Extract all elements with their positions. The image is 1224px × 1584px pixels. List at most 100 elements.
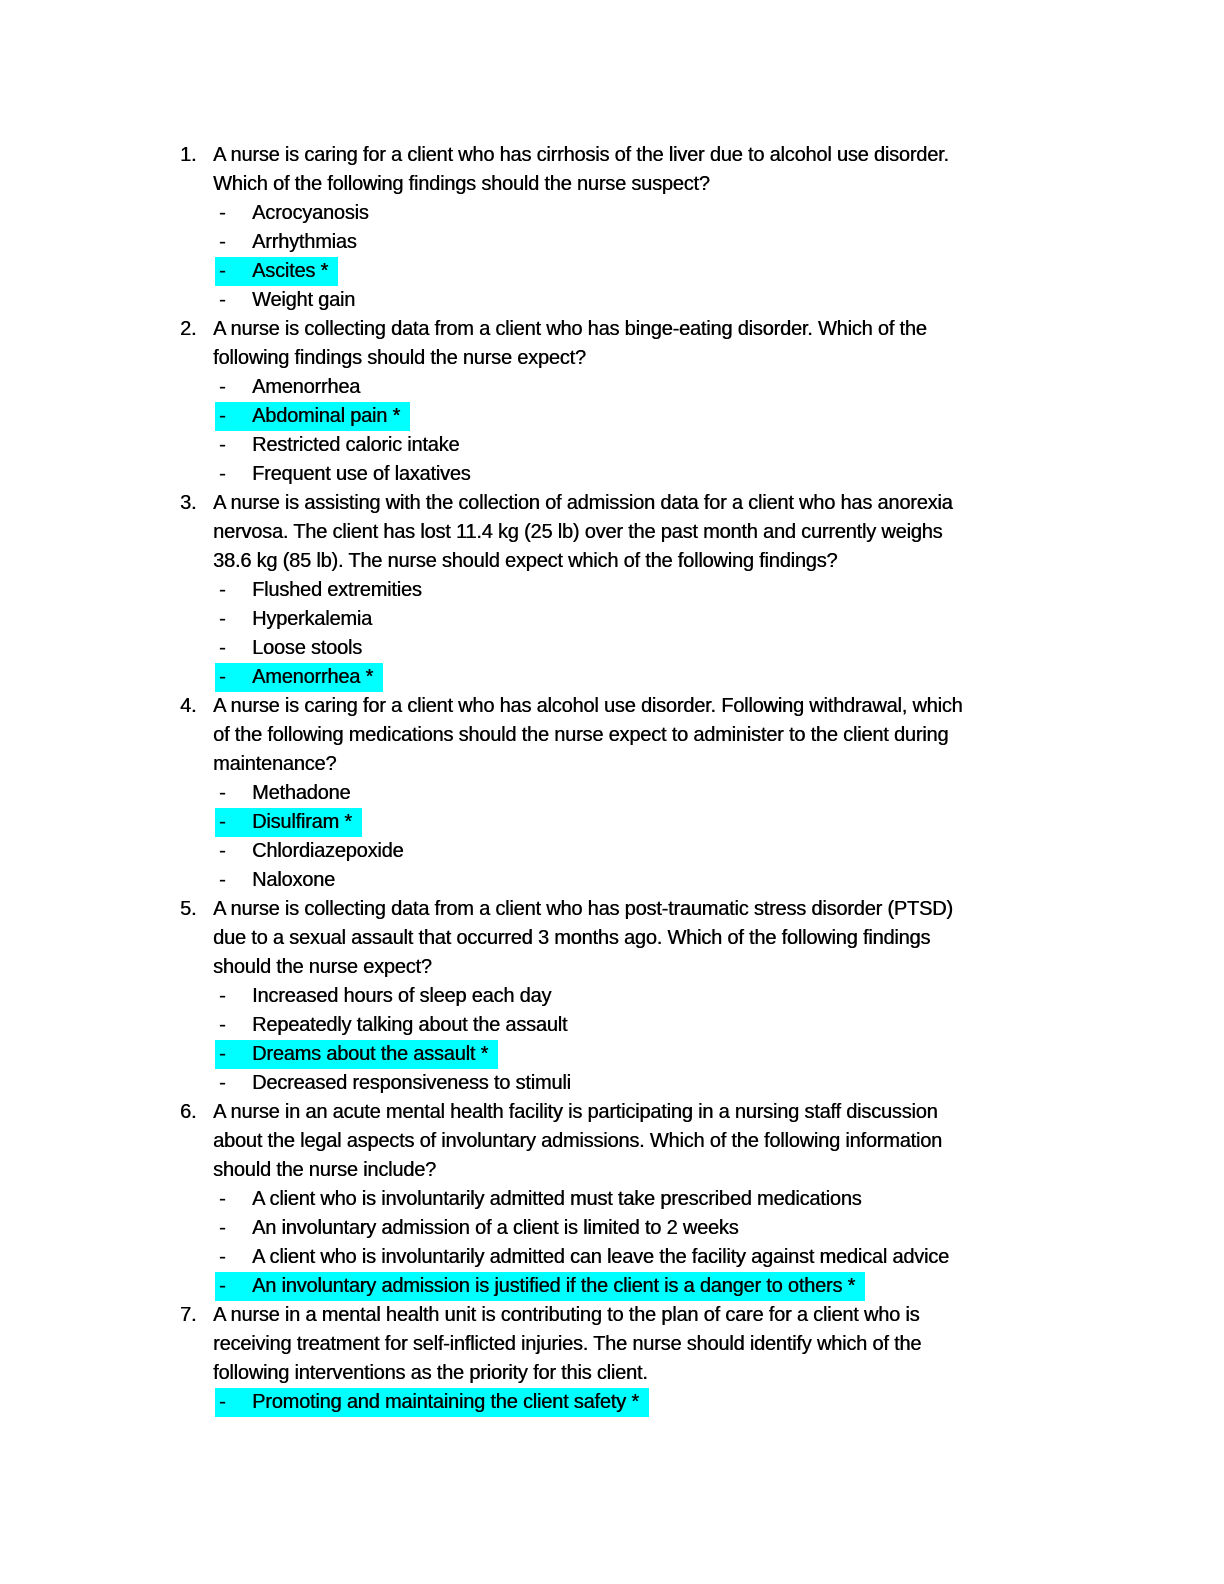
answer-option: -Dreams about the assault * bbox=[215, 1040, 1104, 1069]
answer-option: -Disulfiram * bbox=[215, 808, 1104, 837]
option-row: -Weight gain bbox=[215, 286, 365, 315]
question-item: 4. A nurse is caring for a client who has… bbox=[144, 692, 1104, 895]
option-label: Repeatedly talking about the assault bbox=[252, 1014, 568, 1036]
option-dash: - bbox=[219, 434, 226, 456]
option-dash: - bbox=[219, 840, 226, 862]
answer-option: - Repeatedly talking about the assault bbox=[215, 1011, 1104, 1040]
option-dash: - bbox=[219, 405, 226, 427]
answer-option: -Methadone bbox=[215, 779, 1104, 808]
question-text-line: receiving treatment for self-inflicted i… bbox=[213, 1333, 922, 1355]
highlighted-answer: - Amenorrhea * bbox=[215, 663, 383, 692]
option-row: - Frequent use of laxatives bbox=[215, 460, 480, 489]
answer-option: - An involuntary admission of a client is… bbox=[215, 1214, 1104, 1243]
question-number: 1. bbox=[180, 144, 197, 166]
option-label: A client who is involuntarily admitted m… bbox=[252, 1188, 862, 1210]
highlighted-answer: -Promoting and maintaining the client sa… bbox=[215, 1388, 649, 1417]
option-dash: - bbox=[219, 1014, 226, 1036]
answer-option: - Amenorrhea * bbox=[215, 663, 1104, 692]
option-dash: - bbox=[219, 666, 226, 688]
option-row: -A client who is involuntarily admitted … bbox=[215, 1243, 959, 1272]
option-row: - Arrhythmias bbox=[215, 228, 367, 257]
question-number: 2. bbox=[180, 318, 197, 340]
answer-option: -Promoting and maintaining the client sa… bbox=[215, 1388, 1104, 1417]
option-row: - Chlordiazepoxide bbox=[215, 837, 413, 866]
answer-option: -Amenorrhea bbox=[215, 373, 1104, 402]
question-item: 6. A nurse in an acute mental health faci… bbox=[144, 1098, 1104, 1301]
option-label: Chlordiazepoxide bbox=[252, 840, 404, 862]
option-label: An involuntary admission is justified if… bbox=[252, 1275, 856, 1297]
option-label: Restricted caloric intake bbox=[252, 434, 460, 456]
highlighted-answer: -Disulfiram * bbox=[215, 808, 362, 837]
question-text-line: 38.6 kg (85 lb). The nurse should expect… bbox=[213, 550, 838, 572]
question-item: 1. A nurse is caring for a client who has… bbox=[144, 141, 1104, 315]
question-text-line: of the following medications should the … bbox=[213, 724, 949, 746]
option-dash: - bbox=[219, 1072, 226, 1094]
option-row: -Amenorrhea bbox=[215, 373, 370, 402]
option-dash: - bbox=[219, 869, 226, 891]
option-row: - An involuntary admission of a client is… bbox=[215, 1214, 748, 1243]
option-label: Arrhythmias bbox=[252, 231, 357, 253]
question-text: A nurse in an acute mental health facili… bbox=[213, 1098, 1104, 1185]
question-number: 6. bbox=[180, 1101, 197, 1123]
highlighted-answer: - Abdominal pain * bbox=[215, 402, 411, 431]
question-text-line: should the nurse expect? bbox=[213, 956, 432, 978]
answer-option: - A client who is involuntarily admitted … bbox=[215, 1185, 1104, 1214]
question-text-line: A nurse is collecting data from a client… bbox=[213, 318, 927, 340]
option-label: A client who is involuntarily admitted c… bbox=[252, 1246, 949, 1268]
option-dash: - bbox=[219, 1188, 226, 1210]
question-number: 4. bbox=[180, 695, 197, 717]
option-dash: - bbox=[219, 1043, 226, 1065]
option-label: Hyperkalemia bbox=[252, 608, 372, 630]
option-label: Frequent use of laxatives bbox=[252, 463, 471, 485]
question-number: 3. bbox=[180, 492, 197, 514]
question-item: 7.A nurse in a mental health unit is con… bbox=[144, 1301, 1104, 1417]
question-text-line: A nurse in an acute mental health facili… bbox=[213, 1101, 938, 1123]
answer-option: -Flushed extremities bbox=[215, 576, 1104, 605]
option-label: Loose stools bbox=[252, 637, 362, 659]
answer-option: - Chlordiazepoxide bbox=[215, 837, 1104, 866]
option-label: Promoting and maintaining the client saf… bbox=[252, 1391, 639, 1413]
question-text-line: maintenance? bbox=[213, 753, 337, 775]
question-text-line: A nurse is assisting with the collection… bbox=[213, 492, 953, 514]
option-dash: - bbox=[219, 202, 226, 224]
option-label: Decreased responsiveness to stimuli bbox=[252, 1072, 571, 1094]
answer-option: - Abdominal pain * bbox=[215, 402, 1104, 431]
option-label: Amenorrhea * bbox=[252, 666, 373, 688]
question-item: 5.A nurse is collecting data from a clie… bbox=[144, 895, 1104, 1098]
option-row: - Repeatedly talking about the assault bbox=[215, 1011, 577, 1040]
answer-option: -Acrocyanosis bbox=[215, 199, 1104, 228]
question-text: A nurse is collecting data from a client… bbox=[213, 315, 1104, 373]
question-item: 3. A nurse is assisting with the collecti… bbox=[144, 489, 1104, 692]
option-label: Methadone bbox=[252, 782, 351, 804]
option-dash: - bbox=[219, 1217, 226, 1239]
option-label: Abdominal pain * bbox=[252, 405, 401, 427]
option-dash: - bbox=[219, 376, 226, 398]
question-text-line: A nurse is caring for a client who has a… bbox=[213, 695, 963, 717]
answer-option: - An involuntary admission is justified i… bbox=[215, 1272, 1104, 1301]
option-dash: - bbox=[219, 608, 226, 630]
answer-option: - Arrhythmias bbox=[215, 228, 1104, 257]
question-text-line: Which of the following findings should t… bbox=[213, 173, 710, 195]
answer-option: - Restricted caloric intake bbox=[215, 431, 1104, 460]
option-row: -Loose stools bbox=[215, 634, 372, 663]
question-text-line: due to a sexual assault that occurred 3 … bbox=[213, 927, 931, 949]
question-text-line: A nurse is caring for a client who has c… bbox=[213, 144, 949, 166]
option-dash: - bbox=[219, 811, 226, 833]
answer-option: - Hyperkalemia bbox=[215, 605, 1104, 634]
question-text-line: nervosa. The client has lost 11.4 kg (25… bbox=[213, 521, 943, 543]
option-dash: - bbox=[219, 231, 226, 253]
option-dash: - bbox=[219, 463, 226, 485]
option-label: An involuntary admission of a client is … bbox=[252, 1217, 739, 1239]
question-text: A nurse is caring for a client who has a… bbox=[213, 692, 1104, 779]
highlighted-answer: - An involuntary admission is justified i… bbox=[215, 1272, 866, 1301]
option-row: -Methadone bbox=[215, 779, 360, 808]
option-dash: - bbox=[219, 1275, 226, 1297]
option-label: Increased hours of sleep each day bbox=[252, 985, 552, 1007]
question-text-line: about the legal aspects of involuntary a… bbox=[213, 1130, 942, 1152]
option-label: Weight gain bbox=[252, 289, 356, 311]
question-text-line: following interventions as the priority … bbox=[213, 1362, 648, 1384]
answer-option: -Ascites * bbox=[215, 257, 1104, 286]
question-text: A nurse in a mental health unit is contr… bbox=[213, 1301, 1104, 1388]
answer-option: - Decreased responsiveness to stimuli bbox=[215, 1069, 1104, 1098]
